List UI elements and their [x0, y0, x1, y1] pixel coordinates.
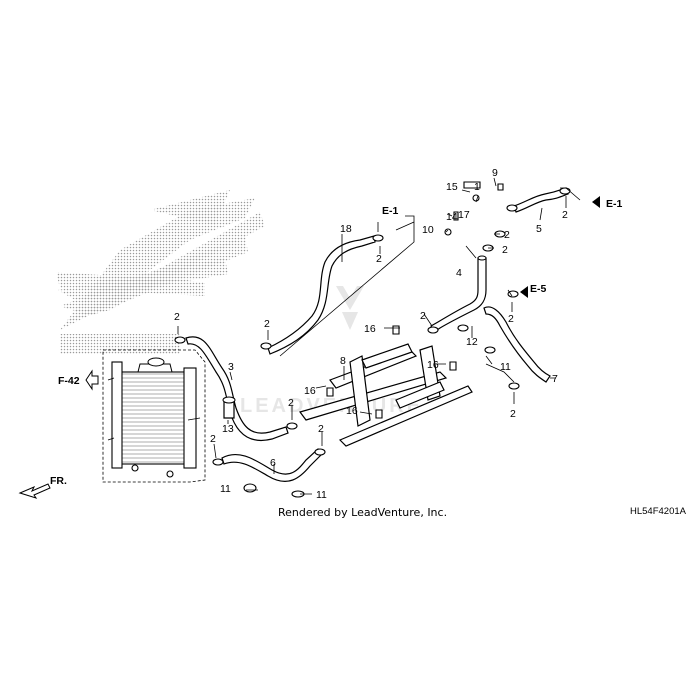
callout-16[interactable]: 16 [427, 359, 439, 371]
hose-7[interactable] [483, 306, 551, 383]
callout-2[interactable]: 2 [562, 209, 568, 221]
callout-2[interactable]: 2 [288, 397, 294, 409]
part-callouts: 2 2 18 2 15 1 9 14 17 10 2 2 2 5 4 2 2 1… [174, 167, 568, 501]
callout-2[interactable]: 2 [376, 253, 382, 265]
radiator-assembly [102, 349, 206, 483]
callout-2[interactable]: 2 [174, 311, 180, 323]
ref-e5-label: E-5 [530, 283, 547, 295]
callout-2[interactable]: 2 [510, 408, 516, 420]
callout-1[interactable]: 1 [474, 181, 480, 193]
callout-12[interactable]: 12 [466, 336, 478, 348]
callout-8[interactable]: 8 [340, 355, 346, 367]
fr-label: FR. [50, 475, 67, 487]
callout-2[interactable]: 2 [210, 433, 216, 445]
callout-15[interactable]: 15 [446, 181, 458, 193]
callout-2[interactable]: 2 [504, 229, 510, 241]
leader-lines [177, 177, 581, 495]
callout-14[interactable]: 14 [446, 211, 458, 223]
callout-2[interactable]: 2 [318, 423, 324, 435]
credit-text: Rendered by LeadVenture, Inc. [278, 506, 447, 519]
ref-f42-label: F-42 [58, 375, 80, 387]
callout-18[interactable]: 18 [340, 223, 352, 235]
callout-6[interactable]: 6 [270, 457, 276, 469]
callout-7[interactable]: 7 [552, 373, 558, 385]
callout-11[interactable]: 11 [500, 361, 511, 373]
callout-11[interactable]: 11 [220, 483, 231, 495]
pipe-assembly-8[interactable] [298, 343, 473, 447]
clamps [174, 187, 571, 498]
callout-5[interactable]: 5 [536, 223, 542, 235]
callout-17[interactable]: 17 [458, 209, 470, 221]
callout-9[interactable]: 9 [492, 167, 498, 179]
ref-e1-top-left[interactable]: E-1 [382, 205, 399, 217]
callout-4[interactable]: 4 [456, 267, 462, 279]
callout-3[interactable]: 3 [228, 361, 234, 373]
callout-13[interactable]: 13 [222, 423, 234, 435]
ref-e5[interactable]: E-5 [520, 283, 547, 298]
ref-e1-top-right[interactable]: E-1 [592, 196, 623, 210]
ref-e1-label-1: E-1 [382, 205, 399, 217]
callout-16[interactable]: 16 [304, 385, 316, 397]
callout-10[interactable]: 10 [422, 224, 434, 236]
callout-2[interactable]: 2 [420, 310, 426, 322]
honda-wing-logo [56, 190, 265, 354]
hose-18[interactable] [267, 235, 376, 355]
front-direction-arrow: FR. [18, 475, 67, 499]
hose-3[interactable] [185, 336, 289, 441]
ref-f42[interactable]: F-42 [58, 369, 99, 391]
callout-16[interactable]: 16 [364, 323, 376, 335]
ref-e1-label-2: E-1 [606, 198, 623, 210]
callout-16[interactable]: 16 [346, 405, 358, 417]
hose-13[interactable] [222, 396, 236, 419]
callout-2[interactable]: 2 [264, 318, 270, 330]
diagram-code: HL54F4201A [630, 506, 687, 517]
bolts [326, 181, 504, 419]
callout-2[interactable]: 2 [508, 313, 514, 325]
callout-11[interactable]: 11 [316, 489, 327, 501]
callout-2[interactable]: 2 [502, 244, 508, 256]
